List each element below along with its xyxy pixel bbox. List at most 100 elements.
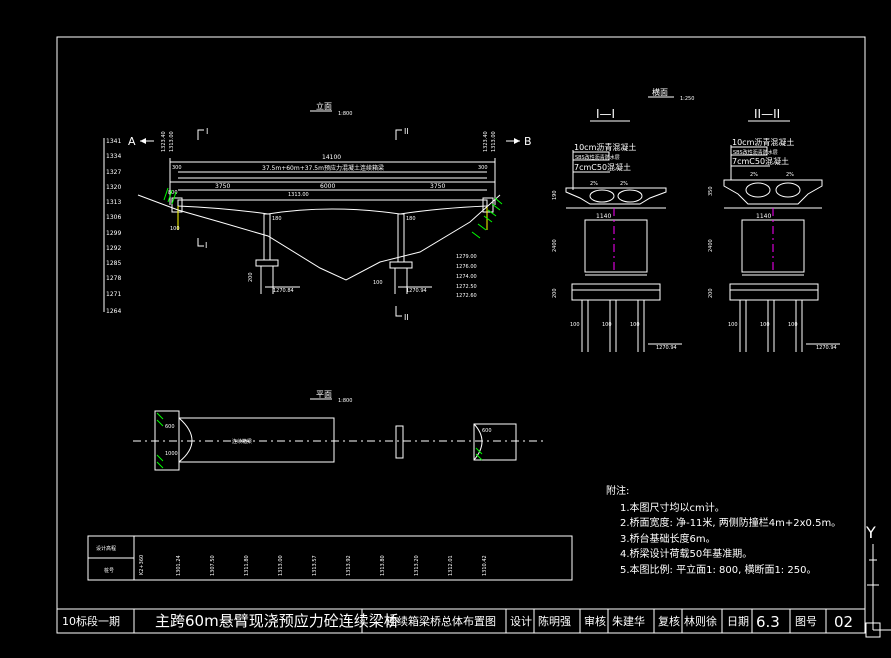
svg-text:桩号: 桩号 [104, 567, 114, 574]
section-mark-i-top: I [206, 127, 208, 136]
svg-text:10cm沥青混凝土: 10cm沥青混凝土 [732, 137, 794, 147]
right-levels: 1279.00 1276.00 1274.00 1272.50 1272.60 [456, 254, 477, 299]
svg-text:1270.94: 1270.94 [816, 345, 837, 351]
tb-sheet-no-label: 图号 [795, 615, 817, 628]
notes-title: 附注: [606, 484, 629, 497]
tb-project: 10标段一期 [62, 614, 120, 628]
sections-scale: 1:250 [680, 96, 694, 102]
svg-text:200: 200 [248, 272, 254, 282]
svg-text:190: 190 [552, 190, 558, 200]
tb-sheet-title: 连续箱梁桥总体布置图 [386, 614, 496, 628]
profile-table: 设计高程 桩号 K2+360 1301.24 1307.50 1311.80 1… [87, 535, 573, 581]
svg-text:200: 200 [552, 288, 558, 298]
svg-text:1313: 1313 [106, 199, 121, 206]
svg-text:K2+360: K2+360 [139, 555, 145, 575]
svg-text:1311.80: 1311.80 [244, 555, 250, 576]
svg-text:1270.94: 1270.94 [656, 345, 677, 351]
plan-abutment-right [473, 423, 517, 461]
svg-text:350: 350 [708, 186, 714, 196]
plan-scale: 1:800 [338, 398, 352, 404]
svg-text:10cm沥青混凝土: 10cm沥青混凝土 [574, 142, 636, 152]
svg-text:600: 600 [165, 424, 175, 430]
svg-text:设计高程: 设计高程 [96, 545, 116, 552]
svg-text:1320: 1320 [106, 184, 121, 191]
elevation-view: 立面 1:800 A B I II I II 1341 1334 1327 13… [103, 101, 532, 322]
tb-review-label: 审核 [584, 614, 606, 628]
svg-text:1272.50: 1272.50 [456, 284, 477, 290]
svg-text:7cmC50混凝土: 7cmC50混凝土 [574, 162, 631, 172]
svg-text:1313.57: 1313.57 [312, 555, 318, 576]
note-5: 5.本图比例: 平立面1: 800, 横断面1: 250。 [620, 563, 816, 576]
section-views: 横面 1:250 I—I II—II 10cm沥青混凝土 SBS改性沥青防水层 … [552, 87, 840, 352]
svg-text:100: 100 [788, 322, 798, 328]
svg-text:2%: 2% [590, 181, 598, 187]
svg-text:300: 300 [478, 165, 488, 171]
svg-text:1271: 1271 [106, 291, 121, 298]
notes: 附注: 1.本图尺寸均以cm计。 2.桥面宽度: 净-11米, 两侧防撞栏4m+… [606, 484, 841, 576]
svg-text:1323.40: 1323.40 [483, 131, 489, 152]
note-4: 4.桥梁设计荷载50年基准期。 [620, 547, 752, 560]
svg-text:100: 100 [602, 322, 612, 328]
svg-text:1279.00: 1279.00 [456, 254, 477, 260]
svg-text:100: 100 [373, 280, 383, 286]
svg-text:2400: 2400 [552, 239, 558, 252]
profile-table-values: 1301.24 1307.50 1311.80 1313.00 1313.57 … [176, 555, 488, 576]
svg-text:1334: 1334 [106, 153, 121, 160]
plan-title: 平面 [316, 390, 332, 399]
section-mark-ii-top: II [404, 127, 409, 136]
tb-reviewer: 朱建华 [612, 614, 645, 628]
svg-text:3750: 3750 [215, 183, 230, 190]
tb-checker: 林则徐 [684, 614, 717, 628]
svg-text:100: 100 [630, 322, 640, 328]
svg-text:1312.01: 1312.01 [448, 555, 454, 576]
bridge-deck [177, 199, 488, 215]
svg-text:1313.00: 1313.00 [288, 192, 309, 198]
ground-line [137, 194, 501, 281]
section-mark-i-bottom: I [205, 241, 207, 250]
note-1: 1.本图尺寸均以cm计。 [620, 501, 725, 514]
svg-text:1270.84: 1270.84 [273, 288, 294, 294]
ucs-icon: Y [865, 523, 891, 638]
svg-text:1313.80: 1313.80 [380, 555, 386, 576]
svg-text:1276.00: 1276.00 [456, 264, 477, 270]
svg-text:2%: 2% [620, 181, 628, 187]
section-mark-ii-bottom: II [404, 313, 409, 322]
plan-pier [395, 425, 404, 459]
svg-text:1313.92: 1313.92 [346, 555, 352, 576]
svg-text:1270.94: 1270.94 [406, 288, 427, 294]
svg-text:7cmC50混凝土: 7cmC50混凝土 [732, 156, 789, 166]
svg-text:1307.50: 1307.50 [210, 555, 216, 576]
section-1: 10cm沥青混凝土 SBS改性沥青防水层 7cmC50混凝土 2% 2% 114… [552, 142, 682, 352]
section-2: 10cm沥青混凝土 SBS改性沥青防水层 7cmC50混凝土 2% 2% 114… [708, 137, 840, 352]
right-slope-hatch [471, 197, 503, 239]
svg-text:连续箱梁: 连续箱梁 [232, 438, 252, 445]
elevation-scale: 1:800 [338, 111, 352, 117]
svg-text:1327: 1327 [106, 169, 121, 176]
title-block: 10标段一期 主跨60m悬臂现浇预应力砼连续梁桥 连续箱梁桥总体布置图 设计 陈… [56, 608, 866, 634]
elevation-title: 立面 [316, 101, 332, 111]
svg-text:SBS改性沥青防水层: SBS改性沥青防水层 [575, 154, 620, 161]
svg-text:1264: 1264 [106, 308, 121, 315]
svg-text:1310.42: 1310.42 [482, 555, 488, 576]
svg-text:1341: 1341 [106, 138, 121, 145]
note-2: 2.桥面宽度: 净-11米, 两侧防撞栏4m+2x0.5m。 [620, 516, 841, 529]
span-note: 37.5m+60m+37.5m预应力混凝土连续箱梁 [262, 164, 384, 172]
svg-text:1140: 1140 [756, 213, 771, 220]
svg-text:1278: 1278 [106, 275, 121, 282]
section2-title: II—II [754, 107, 780, 121]
dim-total: 14100 [322, 154, 341, 161]
tb-sheet-no: 02 [834, 613, 853, 631]
svg-text:1285: 1285 [106, 260, 121, 267]
svg-text:1313.00: 1313.00 [169, 131, 175, 152]
svg-text:3750: 3750 [430, 183, 445, 190]
svg-text:300: 300 [172, 165, 182, 171]
svg-text:200: 200 [708, 288, 714, 298]
svg-text:1000: 1000 [165, 451, 178, 457]
svg-text:1292: 1292 [106, 245, 121, 252]
svg-text:100: 100 [170, 226, 180, 232]
svg-text:2%: 2% [750, 172, 758, 178]
note-3: 3.桥台基础长度6m。 [620, 532, 716, 545]
svg-text:100: 100 [570, 322, 580, 328]
svg-text:2400: 2400 [708, 239, 714, 252]
